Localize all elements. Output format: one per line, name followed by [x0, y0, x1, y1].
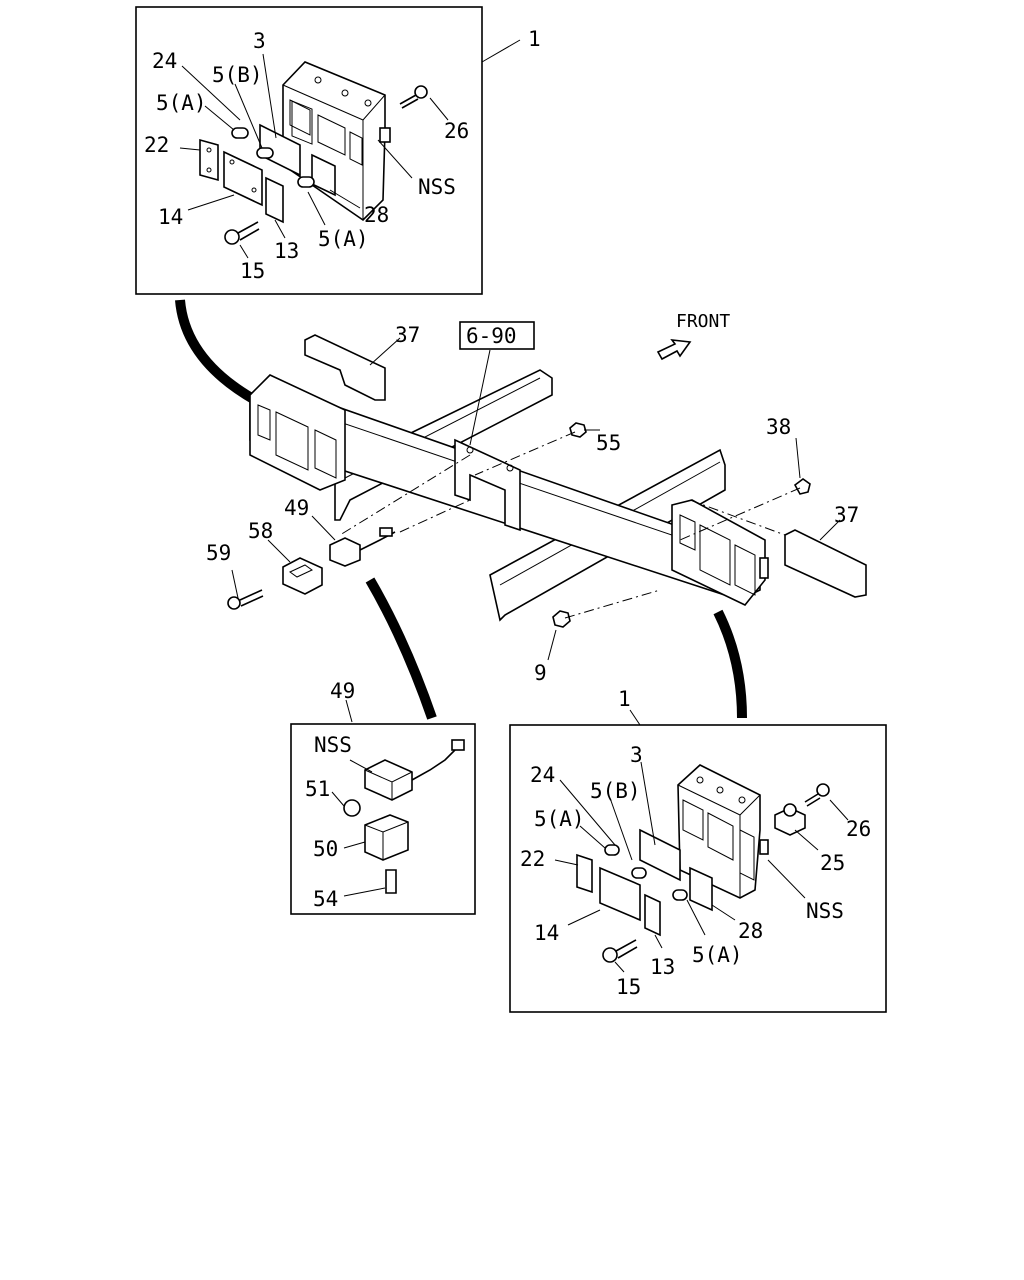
reference-page: 6-90	[466, 324, 517, 348]
label-28: 28	[364, 203, 389, 227]
callout-arrow	[713, 609, 747, 719]
label-26: 26	[846, 817, 871, 841]
label-13: 13	[274, 239, 299, 263]
label-22: 22	[144, 133, 169, 157]
label-15: 15	[240, 259, 265, 283]
label-58: 58	[248, 519, 273, 543]
label-14: 14	[534, 921, 559, 945]
label-28: 28	[738, 919, 763, 943]
detail-box-bottom-left: 49 NSS 51 50 54	[290, 679, 476, 915]
label-3: 3	[253, 29, 266, 53]
label-14: 14	[158, 205, 183, 229]
label-55: 55	[596, 431, 621, 455]
label-5a: 5(A)	[318, 227, 369, 251]
label-59: 59	[206, 541, 231, 565]
label-38: 38	[766, 415, 791, 439]
front-label: FRONT	[676, 311, 730, 332]
label-50: 50	[313, 837, 338, 861]
reference-box	[459, 321, 535, 350]
label-9: 9	[534, 661, 547, 685]
label-5b: 5(B)	[212, 63, 263, 87]
label-1: 1	[528, 27, 541, 51]
detail-box-bottom-right: 1 3 24 5(B) 5(A) 22 26 25 NSS 28 14 5(A)…	[509, 687, 887, 1013]
label-24: 24	[530, 763, 555, 787]
label-37: 37	[834, 503, 859, 527]
label-22: 22	[520, 847, 545, 871]
label-37: 37	[395, 323, 420, 347]
label-13: 13	[650, 955, 675, 979]
label-1: 1	[618, 687, 631, 711]
label-49: 49	[284, 496, 309, 520]
label-25: 25	[820, 851, 845, 875]
label-15: 15	[616, 975, 641, 999]
label-5a: 5(A)	[534, 807, 585, 831]
label-5b: 5(B)	[590, 779, 641, 803]
detail-box-top-left: 1 3 24 5(B) 5(A) 22 26 NSS 28 14 5(A) 13…	[135, 6, 541, 295]
callout-arrow	[365, 577, 437, 720]
label-nss: NSS	[314, 733, 352, 757]
label-51: 51	[305, 777, 330, 801]
label-nss: NSS	[806, 899, 844, 923]
label-26: 26	[444, 119, 469, 143]
label-3: 3	[630, 743, 643, 767]
label-5a: 5(A)	[692, 943, 743, 967]
label-24: 24	[152, 49, 177, 73]
frame-assembly: 37 6-90 FRONT 55 38 37 49 58 59 9	[206, 311, 867, 685]
label-5a: 5(A)	[156, 91, 207, 115]
label-54: 54	[313, 887, 338, 911]
label-nss: NSS	[418, 175, 456, 199]
callout-arrow	[175, 299, 258, 405]
label-49: 49	[330, 679, 355, 703]
